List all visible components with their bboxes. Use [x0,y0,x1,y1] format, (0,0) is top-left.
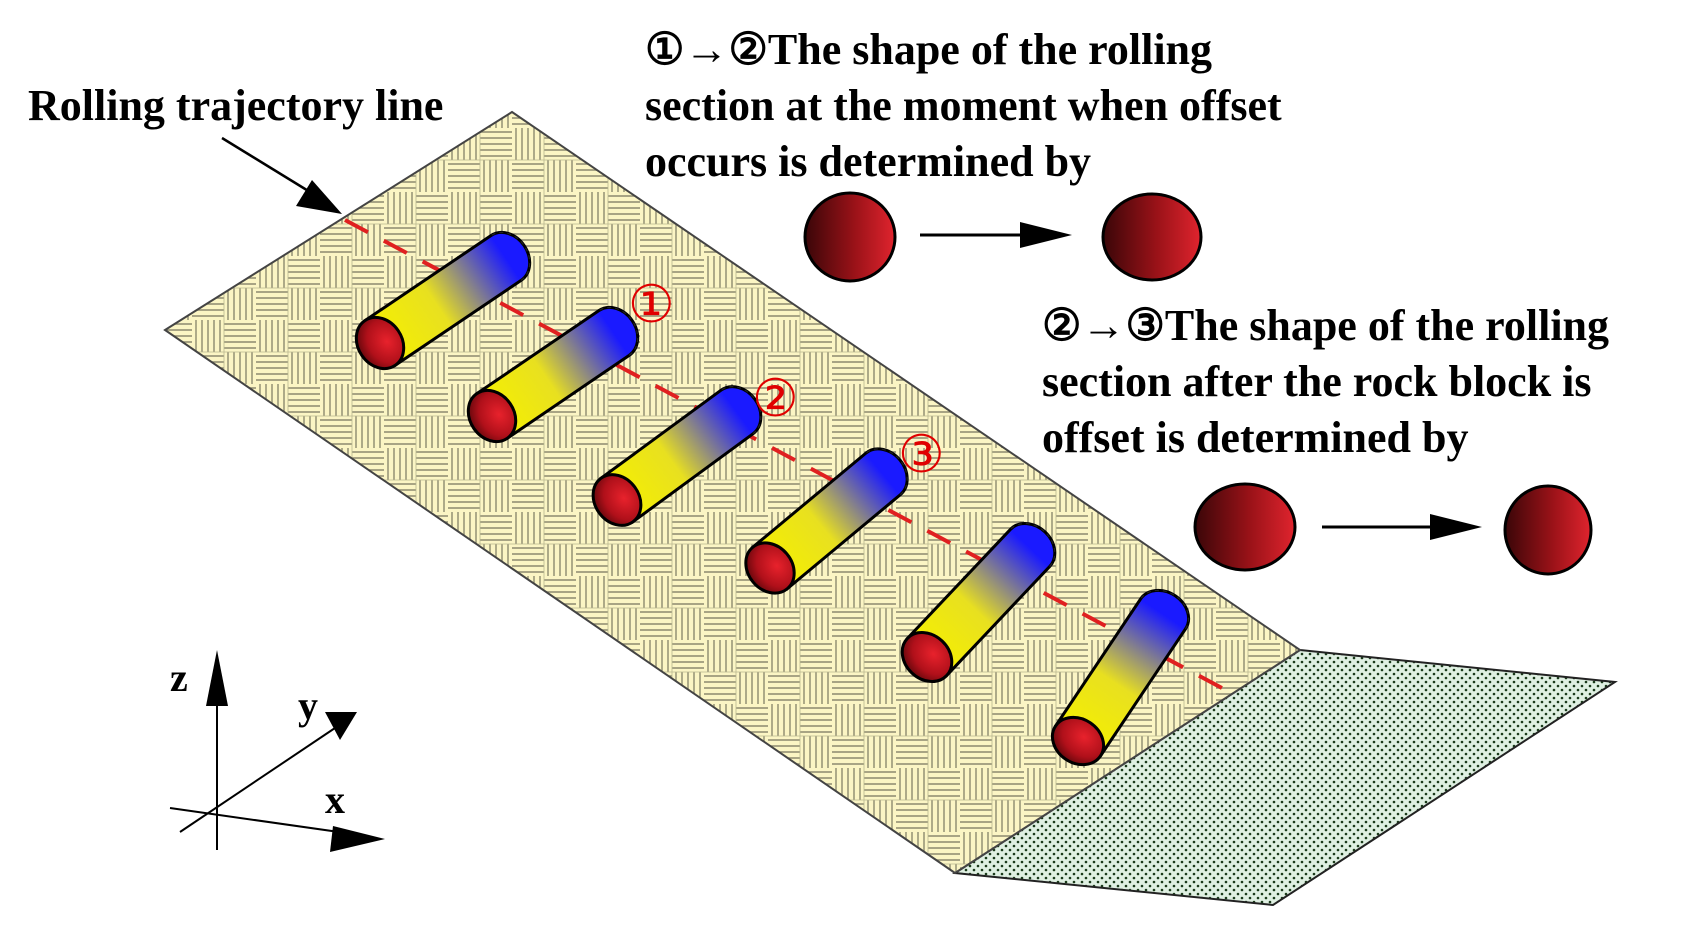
cylinder-hidden-edge [598,306,639,356]
cylinder-end-cap [744,541,796,595]
cylinder-end-cap [591,473,643,527]
axis-y-label: y [298,683,318,728]
axis-x-label: x [325,777,345,822]
note1-line-3: occurs is determined by [645,137,1092,186]
cylinder-end-cap [1050,715,1106,767]
note2-line-2: section after the rock block is [1042,357,1592,406]
trajectory-label: Rolling trajectory line [28,81,444,130]
cylinder-end-cap [900,631,954,683]
rock-cylinder-4 [744,447,909,595]
marker-1: ① [628,277,675,334]
cylinder-end-cap [466,388,518,444]
cylinder-hidden-edge [1140,589,1190,630]
axis-z-label: z [170,655,188,700]
rock-section-before-1 [803,191,897,283]
cylinder-hidden-edge [490,231,531,281]
note1-line-1: ①→②The shape of the rolling [645,25,1213,74]
cylinder-hidden-edge [865,448,908,496]
rock-cylinder-1 [354,230,532,371]
marker-2: ② [752,371,799,428]
coordinate-axes [169,650,385,852]
rock-cylinder-2 [466,305,640,444]
cylinder-end-cap [354,315,406,371]
note-after-offset: ②→③The shape of the rolling section afte… [1042,298,1609,466]
cylinder-hidden-edge [1009,523,1056,567]
note2-line-1: ②→③The shape of the rolling [1042,301,1610,350]
rock-cylinder-6 [1050,588,1191,767]
rock-cylinder-5 [900,522,1057,683]
rock-section-before-2 [1193,482,1297,572]
rock-section-after-1 [1101,192,1203,282]
note1-line-2: section at the moment when offset [645,81,1282,130]
rock-cylinder-3 [591,385,763,527]
cylinder-hidden-edge [720,386,762,435]
marker-3: ③ [898,427,945,484]
note-offset-moment: ①→②The shape of the rolling section at t… [645,22,1282,190]
note2-line-3: offset is determined by [1042,413,1469,462]
rock-section-after-2 [1503,484,1593,576]
trajectory-pointer-arrow [221,136,342,214]
rolling-trajectory-line [344,218,1236,697]
